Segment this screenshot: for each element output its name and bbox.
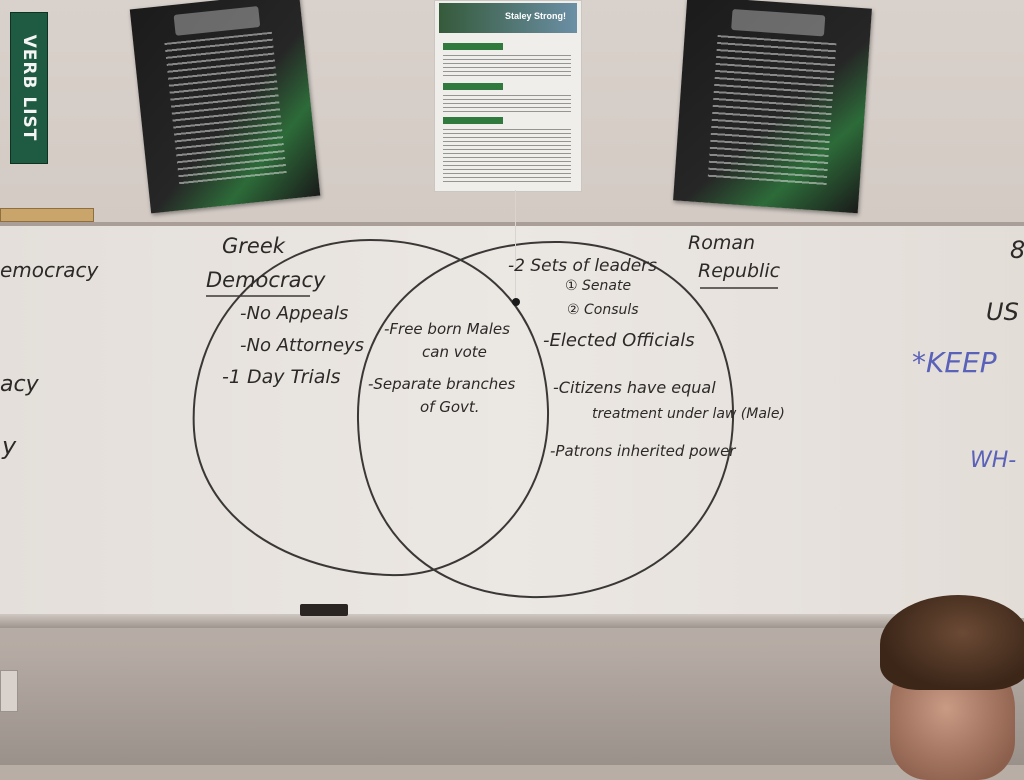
venn-circle-greek	[192, 238, 550, 577]
flyer-section-bar	[443, 117, 503, 124]
greek-item: -1 Day Trials	[222, 366, 341, 388]
roman-item: ② Consuls	[567, 302, 639, 318]
poster-string	[515, 190, 516, 300]
roman-item: -Elected Officials	[543, 330, 695, 351]
verb-list-poster: VERB LIST	[10, 12, 48, 164]
flyer-section-bar	[443, 83, 503, 90]
roman-item: ① Senate	[565, 278, 632, 294]
flyer-banner-image	[439, 3, 577, 33]
flyer-paragraph	[443, 95, 571, 113]
roman-item: -Citizens have equal	[553, 378, 716, 397]
roman-title: Roman	[688, 232, 756, 254]
roman-title: Republic	[698, 260, 781, 282]
greek-item: -No Attorneys	[240, 335, 365, 356]
left-edge-word: y	[2, 432, 17, 460]
keep-note: *KEEP	[912, 346, 997, 379]
venn-circle-roman	[356, 240, 735, 599]
greek-title: Democracy	[206, 268, 326, 292]
marker-tray	[0, 614, 900, 628]
roman-item: -Patrons inherited power	[550, 442, 736, 460]
whiteboard-eraser	[300, 604, 348, 616]
right-edge-word: 8	[1010, 236, 1024, 264]
wall-outlet	[0, 670, 18, 712]
right-edge-word: US	[986, 298, 1019, 326]
wooden-ruler	[0, 208, 94, 222]
flyer-paragraph	[443, 129, 571, 185]
left-edge-word: emocracy	[0, 258, 99, 282]
right-edge-word: WH-	[970, 448, 1017, 473]
greek-title: Greek	[222, 234, 285, 258]
magnet	[512, 298, 520, 306]
greek-item: -No Appeals	[240, 303, 349, 324]
student-hair	[880, 595, 1024, 690]
overlap-item: -Separate branches	[368, 375, 516, 393]
student-head	[880, 595, 1024, 780]
overlap-item: of Govt.	[420, 398, 480, 416]
flyer-section-bar	[443, 43, 503, 50]
flyer-paragraph	[443, 55, 571, 79]
overlap-item: -Free born Males	[384, 320, 510, 338]
flyer-title: Staley Strong!	[505, 11, 567, 21]
roman-item: treatment under law (Male)	[592, 406, 785, 422]
roman-item: -2 Sets of leaders	[508, 256, 658, 276]
overlap-item: can vote	[422, 343, 487, 361]
left-edge-word: acy	[0, 372, 39, 397]
staley-strong-flyer: Staley Strong!	[434, 0, 582, 192]
